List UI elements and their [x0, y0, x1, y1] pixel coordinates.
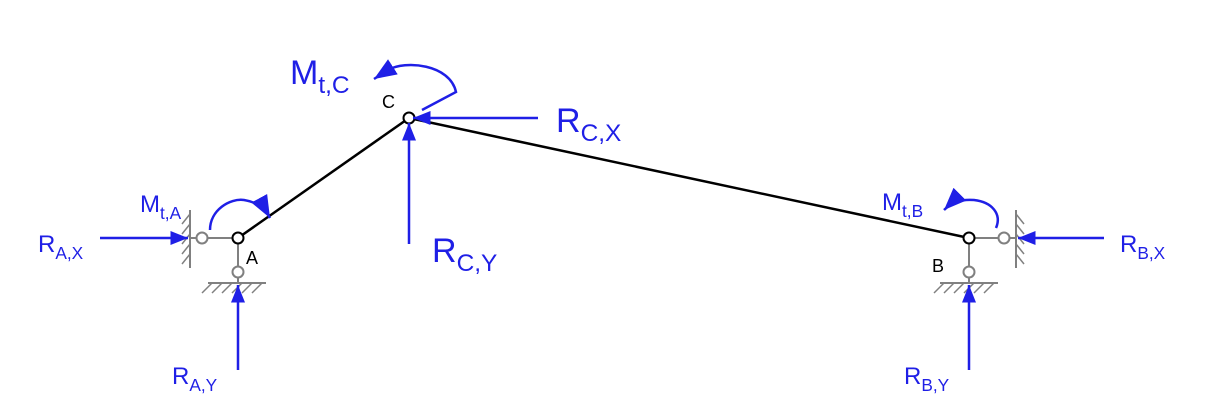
node-label-b: B [932, 256, 944, 276]
moment-arrow-mtc [373, 59, 458, 112]
label-rcx: RC,X [556, 102, 621, 147]
label-ray: RA,Y [172, 363, 218, 395]
moment-arrow-mta [208, 193, 272, 231]
label-mtc: Mt,C [290, 54, 350, 99]
label-rcy: RC,Y [432, 232, 497, 277]
label-rbx: RB,X [1120, 231, 1166, 263]
node-label-c: C [382, 92, 395, 112]
label-rax: RA,X [38, 231, 84, 263]
label-mta: Mt,A [140, 191, 182, 223]
moment-arrow-mtb [943, 187, 999, 229]
support-b [933, 210, 1025, 294]
hinge-c [402, 111, 416, 125]
member-c-b [408, 116, 970, 240]
label-mtb: Mt,B [882, 189, 923, 221]
member-a-c [237, 116, 410, 240]
label-rby: RB,Y [904, 363, 950, 395]
node-label-a: A [246, 248, 258, 268]
